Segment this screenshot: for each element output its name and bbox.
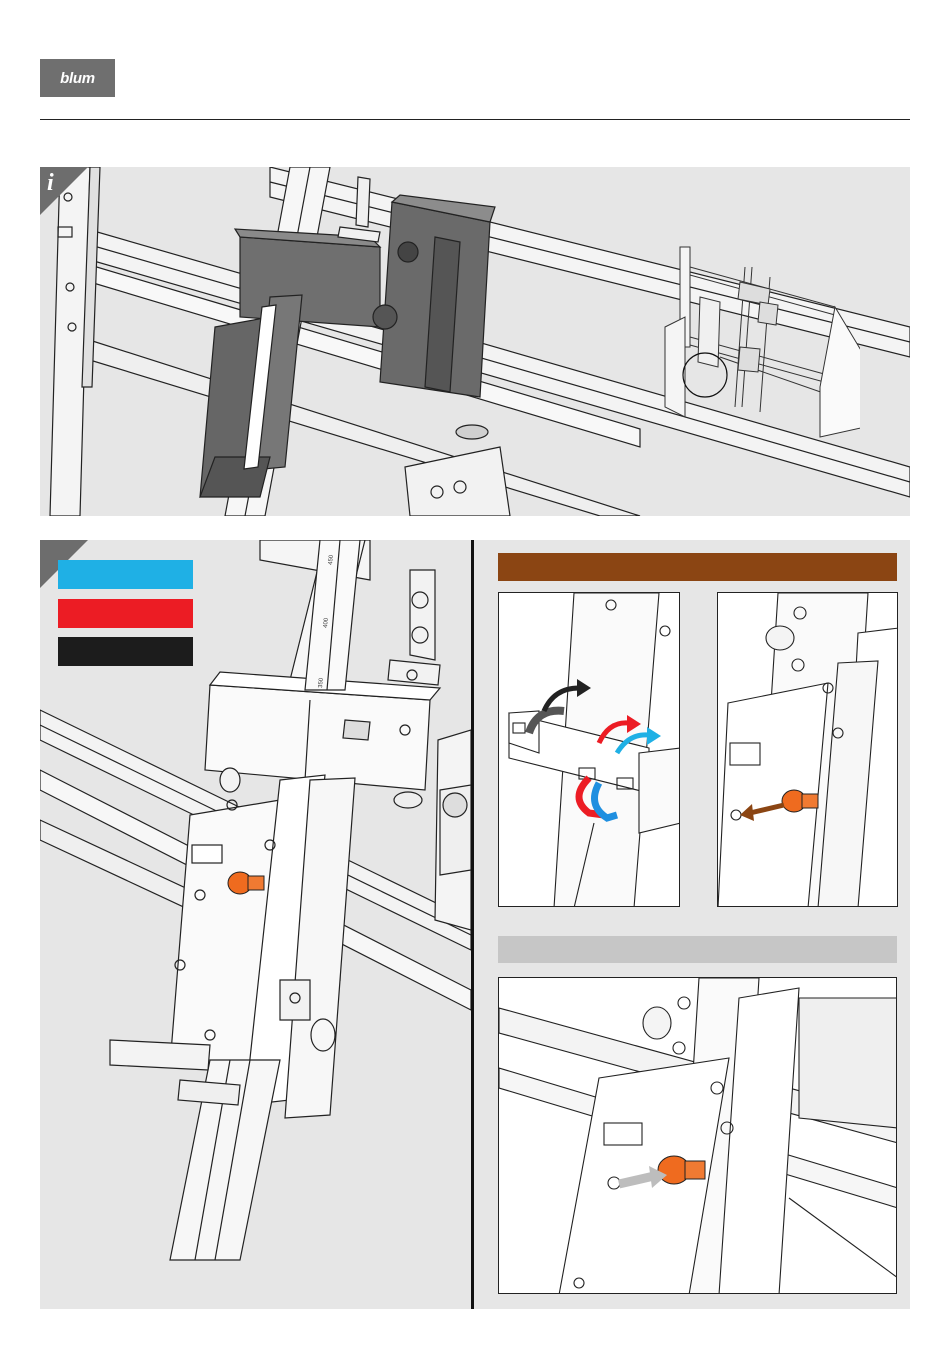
step-panel: 450 400 350 [40, 540, 910, 1309]
detail-frame-insert-pin [498, 977, 897, 1294]
info-icon: i [47, 170, 54, 197]
color-swatch-red [58, 599, 193, 628]
machine-overview [660, 237, 860, 447]
insert-pin-illustration [499, 978, 897, 1294]
info-panel: i [40, 167, 910, 516]
blum-logo: blum [40, 59, 115, 97]
logo-text: blum [60, 70, 95, 87]
panel-divider [471, 540, 474, 1309]
pull-pin-illustration [718, 593, 898, 907]
ruler-label-400: 400 [323, 617, 330, 628]
release-clip-illustration [499, 593, 680, 907]
header-rule [40, 119, 910, 120]
ruler-label-450: 450 [328, 554, 335, 565]
detail-frame-pull-pin [717, 592, 898, 907]
color-swatch-blue [58, 560, 193, 589]
brown-header-bar [498, 553, 897, 581]
grey-header-bar [498, 936, 897, 963]
ruler-label-350: 350 [318, 677, 325, 688]
color-swatch-black [58, 637, 193, 666]
detail-frame-release-clip [498, 592, 680, 907]
